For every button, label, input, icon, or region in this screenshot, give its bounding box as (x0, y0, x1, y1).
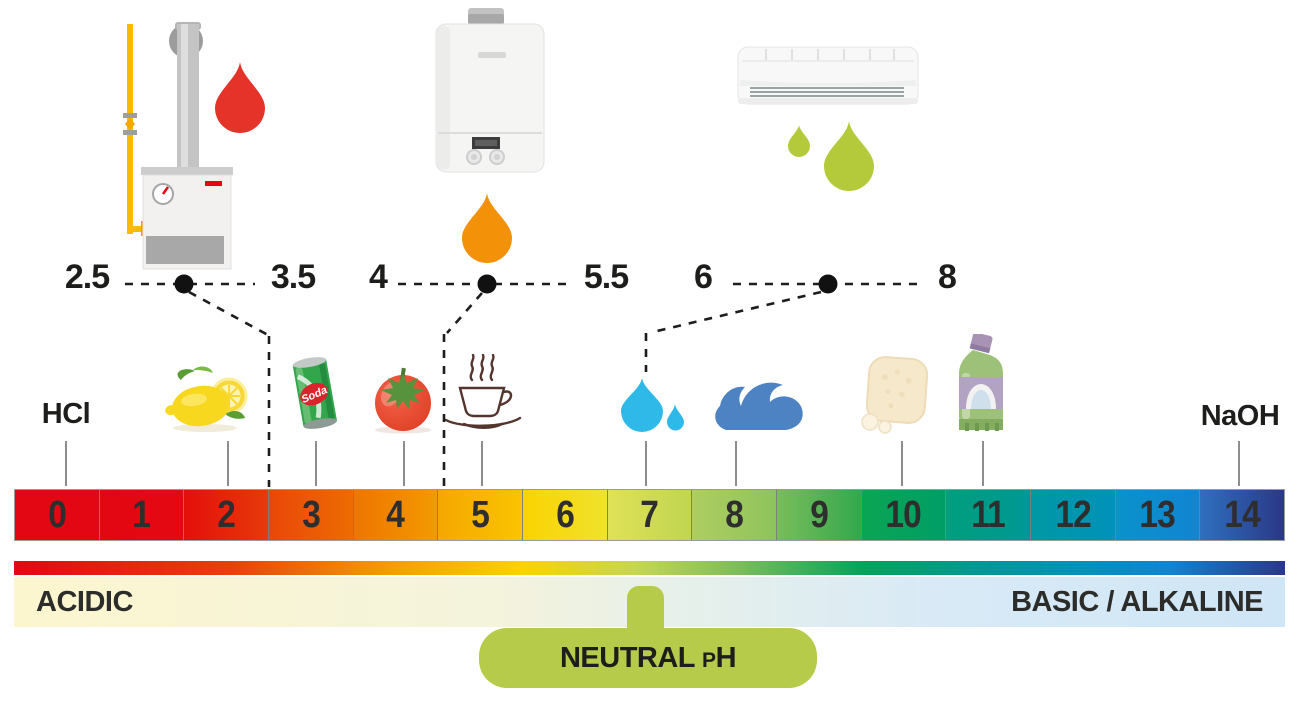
tick-ph2 (227, 441, 229, 486)
ph-cell-number: 3 (301, 493, 321, 536)
neutral-ph-badge: NEUTRAL PH (479, 628, 817, 688)
ph-cell-number: 8 (725, 493, 744, 536)
hcl-label: HCl (41, 398, 91, 430)
floor-boiler-icon (123, 22, 265, 270)
air-conditioner-icon (737, 46, 919, 191)
green-drop-large-icon (824, 121, 874, 191)
soap-icon (861, 356, 929, 434)
tick-ph8 (735, 441, 737, 486)
ph-cell-8: 8 (692, 490, 778, 540)
ph-cell-9: 9 (777, 490, 862, 540)
ph-cell-number: 10 (885, 493, 922, 536)
coffee-cup-icon (444, 354, 522, 429)
ph-cell-number: 5 (471, 493, 490, 536)
ph-cell-number: 9 (810, 493, 829, 536)
tick-ph14 (1238, 441, 1240, 486)
range-high-boiler: 3.5 (270, 258, 316, 296)
ph-cell-number: 6 (556, 493, 575, 536)
ph-cell-11: 11 (946, 490, 1032, 540)
soap-bubble (878, 420, 892, 434)
ph-cell-0: 0 (15, 490, 100, 540)
boiler-base-panel (146, 236, 224, 264)
ph-cell-3: 3 (269, 490, 354, 540)
red-drop-icon (215, 62, 265, 133)
tick-ph10 (901, 441, 903, 486)
tick-ph3 (315, 441, 317, 486)
ph-cell-1: 1 (99, 490, 185, 540)
ph-cell-number: 0 (47, 493, 67, 536)
soda-can-icon: Soda (292, 357, 337, 429)
ph-cell-2: 2 (184, 490, 270, 540)
ph-cell-4: 4 (353, 490, 439, 540)
ac-vent-slats (750, 87, 904, 97)
basic-alkaline-label: BASIC / ALKALINE (1011, 585, 1263, 618)
ph-cell-number: 13 (1139, 493, 1176, 536)
ph-cell-13: 13 (1115, 490, 1201, 540)
ph-cell-5: 5 (438, 490, 524, 540)
wall-boiler-icon (435, 8, 545, 264)
tick-ph4 (403, 441, 405, 486)
tick-ph7 (645, 441, 647, 486)
boiler-logo (205, 181, 222, 186)
range-dot-wall-boiler (477, 274, 497, 294)
ph-cell-number: 14 (1224, 493, 1261, 536)
ph-cell-number: 12 (1055, 493, 1091, 536)
ph-cell-7: 7 (607, 490, 693, 540)
ph-gradient-strip (14, 561, 1285, 575)
tick-ph11 (982, 441, 984, 486)
sea-waves-icon (715, 382, 803, 430)
range-low-ac: 6 (694, 258, 713, 296)
tomato-icon (375, 367, 431, 434)
ph-cell-number: 7 (640, 493, 660, 536)
tick-ph5 (481, 441, 483, 486)
soap-bubble (861, 413, 879, 431)
neutral-ph-label: NEUTRAL PH (559, 641, 737, 674)
ph-cell-number: 1 (132, 493, 152, 536)
cleaning-bottle-icon (959, 334, 1003, 431)
ph-cell-10: 10 (861, 490, 947, 540)
range-dot-ac (818, 274, 838, 294)
range-low-wall-boiler: 4 (369, 258, 388, 296)
ph-cell-number: 11 (971, 493, 1006, 536)
lemon-icon (165, 366, 248, 432)
ph-cell-number: 4 (386, 493, 406, 536)
range-high-wall-boiler: 5.5 (583, 258, 629, 296)
range-low-boiler: 2.5 (64, 258, 110, 296)
ph-cell-14: 14 (1200, 490, 1285, 540)
wall-boiler-logo (478, 52, 506, 58)
ph-cell-12: 12 (1031, 490, 1116, 540)
tick-ph0 (65, 441, 67, 486)
ph-cell-6: 6 (523, 490, 608, 540)
acidic-label: ACIDIC (36, 585, 133, 618)
wall-boiler-body (435, 23, 545, 173)
gas-valve-icon (123, 113, 137, 118)
range-high-ac: 8 (938, 258, 957, 296)
water-drops-icon (621, 378, 684, 432)
ph-cell-number: 2 (217, 493, 236, 536)
range-dot-boiler (174, 274, 194, 294)
naoh-label: NaOH (1200, 400, 1280, 432)
green-drop-small-icon (788, 125, 810, 157)
orange-drop-icon (462, 193, 512, 264)
